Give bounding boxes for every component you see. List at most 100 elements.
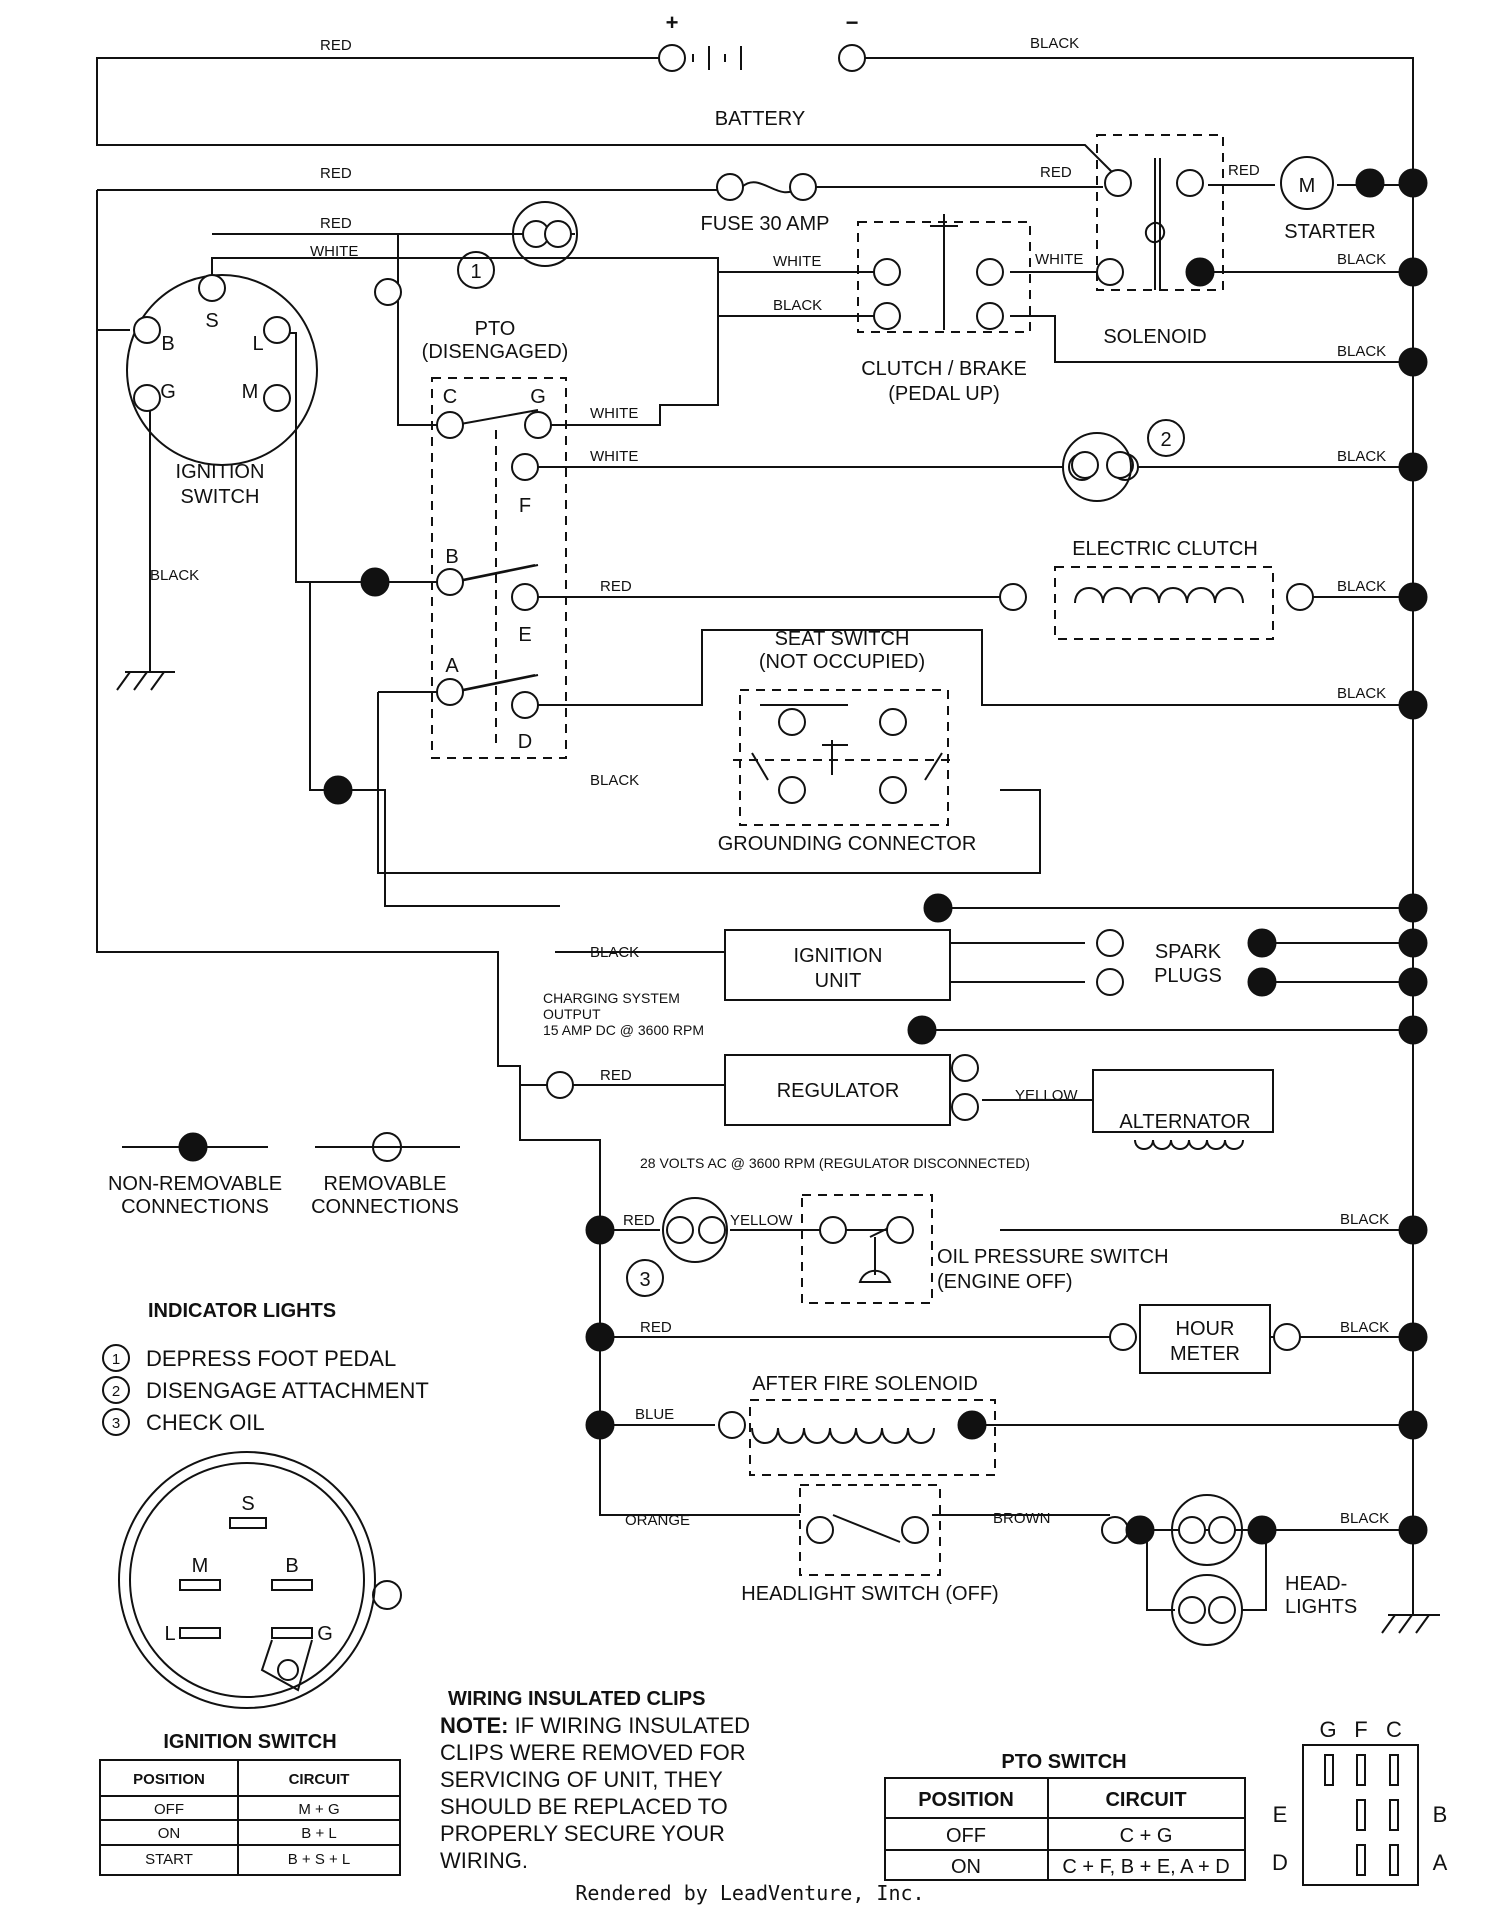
wire-label: YELLOW [730, 1212, 793, 1229]
pto-term-f: F [519, 495, 531, 517]
hour-meter-label-1: HOUR [1176, 1318, 1235, 1340]
ign-table-title: IGNITION SWITCH [163, 1731, 336, 1753]
wire-label: RED [320, 165, 352, 182]
pto-term-e: E [518, 624, 531, 646]
battery-plus: + [666, 10, 679, 35]
regulator-label: REGULATOR [777, 1080, 900, 1102]
pto-table-title: PTO SWITCH [1001, 1751, 1126, 1773]
legend-non-removable-2: CONNECTIONS [121, 1196, 269, 1218]
wire-label: WHITE [590, 448, 638, 465]
wire-label: BLUE [635, 1406, 674, 1423]
ignition-unit-label-2: UNIT [815, 970, 862, 992]
charging-label-1: CHARGING SYSTEM [543, 990, 680, 1006]
pto-table: PTO SWITCH POSITION CIRCUIT OFF C + G ON… [884, 1751, 1246, 1881]
pto-label-1: PTO [475, 318, 516, 340]
ign-term-l: L [252, 333, 263, 355]
ignition-switch-label-2: SWITCH [181, 486, 260, 508]
battery-label: BATTERY [715, 108, 805, 130]
wire-label: BLACK [1337, 578, 1386, 595]
solenoid-label: SOLENOID [1103, 326, 1206, 348]
grounding-connector-label: GROUNDING CONNECTOR [718, 833, 977, 855]
clutch-brake-label-2: (PEDAL UP) [888, 383, 1000, 405]
ign-term-b: B [161, 333, 174, 355]
wire-label: BLACK [1340, 1319, 1389, 1336]
pto-conn-f: F [1354, 1717, 1367, 1742]
wire-label: BLACK [1340, 1211, 1389, 1228]
pto-conn-d: D [1272, 1850, 1288, 1875]
headlights-label-2: LIGHTS [1285, 1596, 1357, 1618]
pto-table-header: POSITION [918, 1789, 1014, 1811]
ignition-table: IGNITION SWITCH POSITION CIRCUIT OFF M +… [99, 1731, 401, 1876]
wire-label: BLACK [1337, 685, 1386, 702]
wire-label: WHITE [1035, 251, 1083, 268]
legend: NON-REMOVABLE CONNECTIONS REMOVABLE CONN… [108, 1173, 459, 1218]
fuse-label: FUSE 30 AMP [701, 213, 830, 235]
ign-table-cell: START [145, 1851, 193, 1868]
wire-label: RED [320, 215, 352, 232]
clips-note-line-1: NOTE: IF WIRING INSULATED [440, 1713, 750, 1738]
headlight-switch-label: HEADLIGHT SWITCH (OFF) [741, 1583, 998, 1605]
ign-conn-l: L [164, 1623, 175, 1645]
wire-label: BLACK [590, 944, 639, 961]
indicator-lights-title: INDICATOR LIGHTS [148, 1300, 336, 1322]
clips-note-line: PROPERLY SECURE YOUR [440, 1821, 725, 1846]
wire-label: RED [1040, 164, 1072, 181]
wire-label: BLACK [1337, 343, 1386, 360]
hour-meter-label-2: METER [1170, 1343, 1240, 1365]
clips-note: WIRING INSULATED CLIPS NOTE: IF WIRING I… [440, 1688, 750, 1873]
charging-label-2: OUTPUT [543, 1006, 601, 1022]
alternator-label: ALTERNATOR [1119, 1111, 1250, 1133]
clutch-brake-label-1: CLUTCH / BRAKE [861, 358, 1027, 380]
ignition-switch-label-1: IGNITION [176, 461, 265, 483]
starter-label: STARTER [1284, 221, 1376, 243]
wire-label: BLACK [1340, 1510, 1389, 1527]
ignition-unit-label-1: IGNITION [794, 945, 883, 967]
wire-label: BLACK [150, 567, 199, 584]
pto-table-cell: C + F, B + E, A + D [1062, 1856, 1229, 1878]
clips-note-line: SERVICING OF UNIT, THEY [440, 1767, 723, 1792]
indicator-item-num: 1 [112, 1351, 120, 1368]
alternator-note: 28 VOLTS AC @ 3600 RPM (REGULATOR DISCON… [640, 1155, 1030, 1171]
indicator-item-text: DISENGAGE ATTACHMENT [146, 1378, 429, 1403]
wire-label: BLACK [1337, 448, 1386, 465]
wire-label: ORANGE [625, 1512, 690, 1529]
indicator-number-3: 3 [639, 1269, 650, 1291]
starter-symbol: M [1299, 175, 1316, 197]
clips-note-line: WIRING. [440, 1848, 528, 1873]
ign-conn-m: M [192, 1555, 209, 1577]
charging-label-3: 15 AMP DC @ 3600 RPM [543, 1022, 704, 1038]
labels: + − BATTERY FUSE 30 AMP STARTER M SOLENO… [150, 10, 1389, 1618]
pto-term-b: B [445, 546, 458, 568]
pto-table-cell: C + G [1120, 1825, 1173, 1847]
ign-term-g: G [160, 381, 176, 403]
electric-clutch-label: ELECTRIC CLUTCH [1072, 538, 1258, 560]
clips-note-line: CLIPS WERE REMOVED FOR [440, 1740, 746, 1765]
spark-plugs-label-2: PLUGS [1154, 965, 1222, 987]
pto-term-d: D [518, 731, 532, 753]
indicator-item-text: CHECK OIL [146, 1410, 265, 1435]
indicator-item-num: 3 [112, 1415, 120, 1432]
pto-conn-b: B [1433, 1802, 1448, 1827]
ign-table-cell: B + S + L [288, 1851, 351, 1868]
indicator-item-text: DEPRESS FOOT PEDAL [146, 1346, 396, 1371]
legend-non-removable-1: NON-REMOVABLE [108, 1173, 282, 1195]
wire-label: BLACK [773, 297, 822, 314]
wire-label: BLACK [1337, 251, 1386, 268]
wire-label: RED [640, 1319, 672, 1336]
pto-label-2: (DISENGAGED) [422, 341, 569, 363]
legend-removable-1: REMOVABLE [324, 1173, 447, 1195]
clips-note-line: SHOULD BE REPLACED TO [440, 1794, 728, 1819]
oil-switch-label-2: (ENGINE OFF) [937, 1271, 1073, 1293]
wire-label: RED [320, 37, 352, 54]
pto-conn-c: C [1386, 1717, 1402, 1742]
indicator-lights-list: INDICATOR LIGHTS 1 DEPRESS FOOT PEDAL 2 … [102, 1300, 429, 1436]
ign-conn-b: B [285, 1555, 298, 1577]
ign-term-m: M [242, 381, 259, 403]
ign-table-cell: M + G [298, 1801, 339, 1818]
wire-label: BLACK [590, 772, 639, 789]
removable-connections [133, 44, 1334, 1646]
wire-label: WHITE [310, 243, 358, 260]
headlights-label-1: HEAD- [1285, 1573, 1347, 1595]
components [126, 134, 1274, 1576]
